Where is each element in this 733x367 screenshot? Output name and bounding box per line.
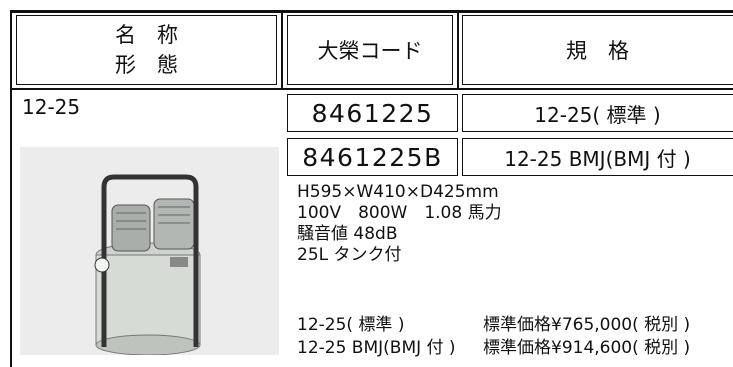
price-row-1: 12-25( 標準 ) 標準価格¥765,000( 税別 ) [297,315,731,338]
spec-box-2 [462,138,733,176]
spec-header-box [462,15,733,85]
table-top-border [10,10,733,13]
name-header-line1: 名 称 [115,23,178,47]
code-box-1 [287,94,458,132]
tank-text: 25L タンク付 [297,245,402,265]
power-text: 100V 800W 1.08 馬力 [297,203,502,223]
code-box-2 [287,138,458,176]
air-compressor-image [20,147,279,356]
price-list: 12-25( 標準 ) 標準価格¥765,000( 税別 ) 12-25 BMJ… [297,315,731,361]
product-code-1: 8461225 [311,98,434,128]
dimensions-text: H595×W410×D425mm [297,182,499,202]
price-item-name-2: 12-25 BMJ(BMJ 付 ) [297,338,456,358]
spec-box-1 [462,94,733,132]
product-spec-1: 12-25( 標準 ) [534,102,661,127]
code-header-box [287,15,453,85]
table-left-border [10,10,12,367]
header-bottom-rule [10,88,733,90]
name-header-line2: 形 態 [115,53,178,77]
product-photo [20,147,279,356]
product-spec-2: 12-25 BMJ(BMJ 付 ) [504,146,691,171]
noise-text: 騒音値 48dB [297,224,398,244]
price-value-2: 標準価格¥914,600( 税別 ) [483,338,691,358]
header-divider-1 [281,10,283,90]
spec-header: 規 格 [566,39,629,63]
product-code-2: 8461225B [302,142,443,172]
model-name: 12-25 [22,95,81,119]
code-header: 大榮コード [317,39,423,63]
price-row-2: 12-25 BMJ(BMJ 付 ) 標準価格¥914,600( 税別 ) [297,338,731,361]
price-item-name-1: 12-25( 標準 ) [297,315,405,335]
name-header: 名 称 形 態 [16,15,277,85]
spec-details: H595×W410×D425mm 100V 800W 1.08 馬力 騒音値 4… [297,182,727,266]
price-value-1: 標準価格¥765,000( 税別 ) [483,315,691,335]
header-divider-2 [457,10,459,90]
name-header-box [16,15,277,85]
